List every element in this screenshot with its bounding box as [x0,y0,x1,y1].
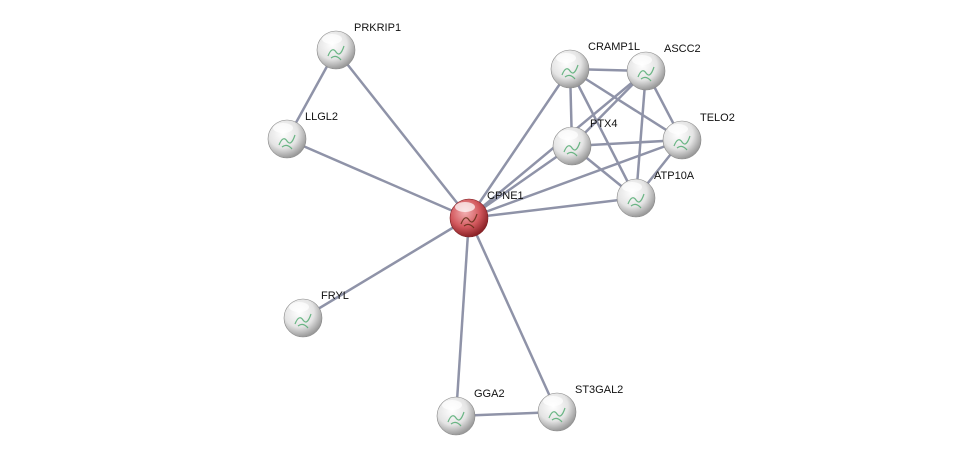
node-highlight [558,130,578,140]
node-highlight [622,182,642,192]
edge-cpne1-atp10a[interactable] [468,196,637,220]
protein-structure-icon [561,64,579,80]
edge-cpne1-ptx4[interactable] [468,144,573,220]
node-highlight [632,55,652,65]
node-label: GGA2 [474,388,505,400]
node-fryl[interactable]: FRYL [283,290,349,338]
edge-cramp1l-atp10a[interactable] [568,68,638,199]
node-label: CPNE1 [487,190,524,202]
node-label: ST3GAL2 [575,384,623,396]
protein-structure-icon [447,411,465,427]
protein-structure-icon [627,193,645,209]
node-llgl2[interactable]: LLGL2 [267,111,338,159]
node-cpne1[interactable]: CPNE1 [449,190,524,238]
node-st3gal2[interactable]: ST3GAL2 [537,384,623,432]
node-highlight [273,123,293,133]
protein-structure-icon [548,407,566,423]
node-ascc2[interactable]: ASCC2 [626,43,701,91]
node-atp10a[interactable]: ATP10A [616,170,695,218]
node-label: CRAMP1L [588,41,640,53]
edge-cpne1-cramp1l[interactable] [467,68,572,219]
node-label: TELO2 [700,112,735,124]
edge-cpne1-telo2[interactable] [468,138,683,220]
edge-cpne1-st3gal2[interactable] [467,217,559,413]
node-label: ASCC2 [664,43,701,55]
node-highlight [289,302,309,312]
node-highlight [668,124,688,134]
node-highlight [543,396,563,406]
edge-cpne1-llgl2[interactable] [286,137,470,220]
protein-structure-icon [278,134,296,150]
node-label: PTX4 [590,118,618,130]
node-label: PRKRIP1 [354,22,401,34]
node-gga2[interactable]: GGA2 [436,388,505,436]
node-highlight [442,400,462,410]
node-prkrip1[interactable]: PRKRIP1 [316,22,401,70]
edge-cpne1-gga2[interactable] [454,217,471,417]
edge-ascc2-atp10a[interactable] [634,70,648,199]
node-highlight [322,34,342,44]
node-highlight [556,53,576,63]
edge-cpne1-fryl[interactable] [302,216,470,320]
node-ptx4[interactable]: PTX4 [552,118,618,166]
node-cramp1l[interactable]: CRAMP1L [550,41,640,89]
node-label: LLGL2 [305,111,338,123]
protein-structure-icon [563,141,581,157]
node-highlight [455,202,475,212]
protein-structure-icon [673,135,691,151]
edge-cramp1l-telo2[interactable] [569,67,683,142]
protein-structure-icon [637,66,655,82]
node-label: ATP10A [654,170,695,182]
node-telo2[interactable]: TELO2 [662,112,735,160]
node-label: FRYL [321,290,349,302]
protein-structure-icon [327,45,345,61]
protein-structure-icon [460,213,478,229]
edge-cpne1-prkrip1[interactable] [335,49,470,219]
protein-structure-icon [294,313,312,329]
